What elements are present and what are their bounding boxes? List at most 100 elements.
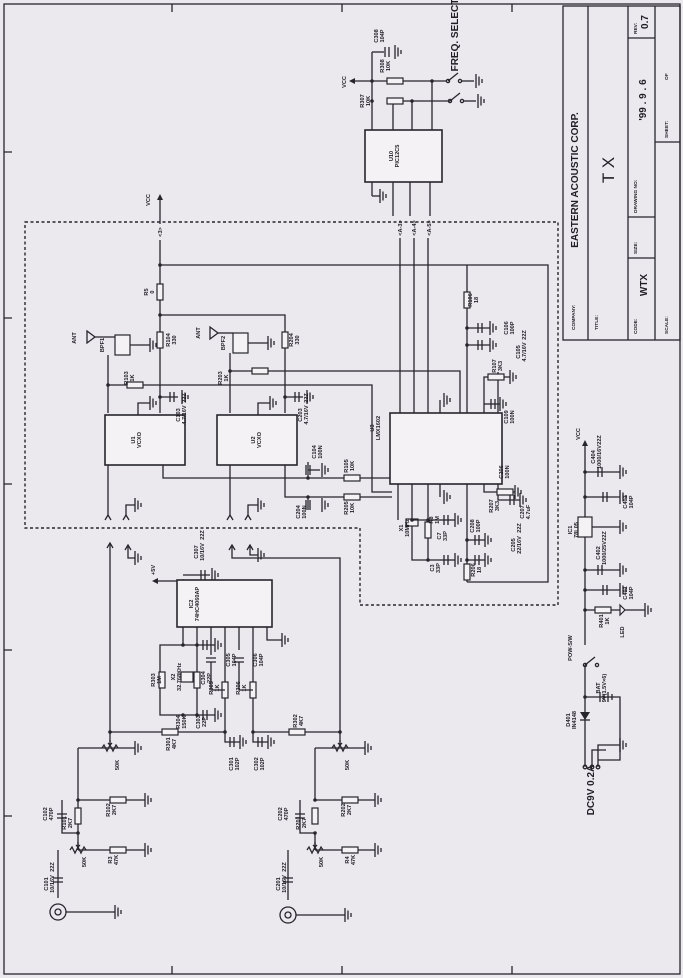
c304-ref: C304: [201, 670, 207, 684]
junction-dot: [583, 588, 587, 592]
c402-value: 1000/25V: [602, 541, 608, 565]
capacitor-symbol: [169, 392, 175, 402]
ground-icon: [181, 390, 189, 404]
junction-dot: [228, 369, 232, 373]
capacitor-symbol: [490, 399, 496, 409]
resistor-r206: [463, 563, 471, 581]
capacitor-symbol: [474, 555, 480, 565]
c204-value: 100N: [302, 505, 308, 518]
ground-icon: [514, 485, 522, 499]
vr4-value: 50K: [319, 857, 325, 867]
c306-value: 104P: [259, 653, 265, 666]
ground-icon: [644, 603, 652, 617]
junction-dot: [465, 343, 469, 347]
ground-icon: [374, 793, 382, 807]
capacitor-symbol: [57, 813, 67, 819]
wire: [411, 519, 440, 561]
resistor-r102: [109, 796, 127, 804]
capacitor-symbol: [477, 340, 483, 350]
capacitor-symbol: [443, 515, 449, 525]
connector-pin-icon: [104, 513, 112, 521]
r308-value: 10K: [386, 61, 392, 71]
r305-value: 1K: [215, 684, 221, 691]
r304-value: 150K: [182, 715, 188, 728]
switch-contact: [582, 662, 588, 668]
ground-icon: [619, 563, 627, 577]
junction-dot: [410, 99, 414, 103]
r103-value: 1K: [130, 374, 136, 381]
connector-pin-icon: [106, 541, 114, 549]
antenna-1-label: ANT: [72, 332, 78, 344]
r105-value: 10K: [350, 461, 356, 471]
c101-polarity-mark: 22Z: [50, 862, 56, 872]
resistor-r204: [281, 331, 289, 349]
junction-dot: [465, 538, 469, 542]
junction-dot: [313, 798, 317, 802]
c301-value: 102P: [235, 757, 241, 770]
net-a4-label: <A-4>: [412, 219, 418, 235]
r106-ref: R106: [468, 293, 474, 306]
resistor-r5: [156, 283, 164, 301]
c205-ref: C205: [511, 538, 517, 551]
dc-input-label: DC9V 0.2A: [586, 765, 597, 816]
company-name: EASTERN ACOUSTIC CORP.: [570, 112, 581, 248]
size-label: SIZE:: [633, 241, 639, 254]
c305-value: 104P: [232, 653, 238, 666]
ground-icon: [394, 45, 402, 59]
ground-icon: [484, 553, 492, 567]
d401-value: IN4148: [572, 711, 578, 729]
c101-value: 10/16V: [50, 875, 56, 893]
ground-icon: [257, 548, 265, 562]
c304-value: 22P: [207, 673, 213, 683]
resistor-r301: [161, 728, 179, 736]
freq-select-label: FREQ. SELECT: [450, 0, 461, 71]
switch-contact: [594, 662, 600, 668]
wiper-arrow: [312, 842, 318, 849]
r3-value: 47K: [114, 855, 120, 865]
capacitor-symbol: [206, 657, 216, 663]
c103-ref: C103: [176, 408, 182, 421]
wire: [125, 504, 135, 515]
r307-value: 10K: [366, 96, 372, 106]
ground-icon: [443, 393, 451, 407]
bandpass-filter-bpf1: [114, 334, 131, 356]
audio-input-jack-icon: [279, 906, 297, 924]
resistor-r3: [109, 846, 127, 854]
r205-ref: R205: [344, 501, 350, 514]
ic-u3-lmx1602: [389, 412, 503, 485]
junction-dot: [76, 798, 80, 802]
r107-value: 3K3: [498, 361, 504, 371]
r301-value: 4K7: [172, 739, 178, 749]
c401-ref: C401: [623, 586, 629, 599]
c3-value: 33P: [436, 563, 442, 573]
ground-icon: [477, 94, 485, 108]
u3-ref: U3: [370, 424, 376, 431]
r4-value: 47K: [351, 855, 357, 865]
ground-icon: [619, 583, 627, 597]
resistor-r105: [343, 474, 361, 482]
wire: [108, 384, 392, 493]
capacitor-symbol: [597, 467, 603, 477]
u2-value: VCXO: [257, 431, 263, 448]
ic-u1-vcxo: [104, 414, 186, 466]
audio-input-jack-center: [284, 911, 292, 919]
regulator-ic1: [577, 516, 593, 538]
c202-ref: C202: [278, 807, 284, 820]
r303-ref: R303: [151, 673, 157, 686]
vcc-label-top: VCC: [146, 194, 152, 206]
antenna-icon: [86, 329, 97, 345]
led-ref: LED: [620, 626, 626, 637]
wire: [585, 696, 621, 761]
title-label: TITLE:: [594, 315, 600, 330]
c404-value: 1000/16V: [597, 445, 603, 469]
resistor-r201: [311, 807, 319, 825]
r3-ref: R3: [108, 856, 114, 863]
ground-icon: [267, 735, 275, 749]
u1-value: VCXO: [137, 431, 143, 448]
r104-value: 330: [172, 335, 178, 344]
c302-value: 102P: [260, 757, 266, 770]
resistor-r302: [288, 728, 306, 736]
c101-ref: C101: [44, 877, 50, 890]
r8-value: 1M: [435, 516, 441, 524]
connector-pin-icon: [122, 513, 130, 521]
